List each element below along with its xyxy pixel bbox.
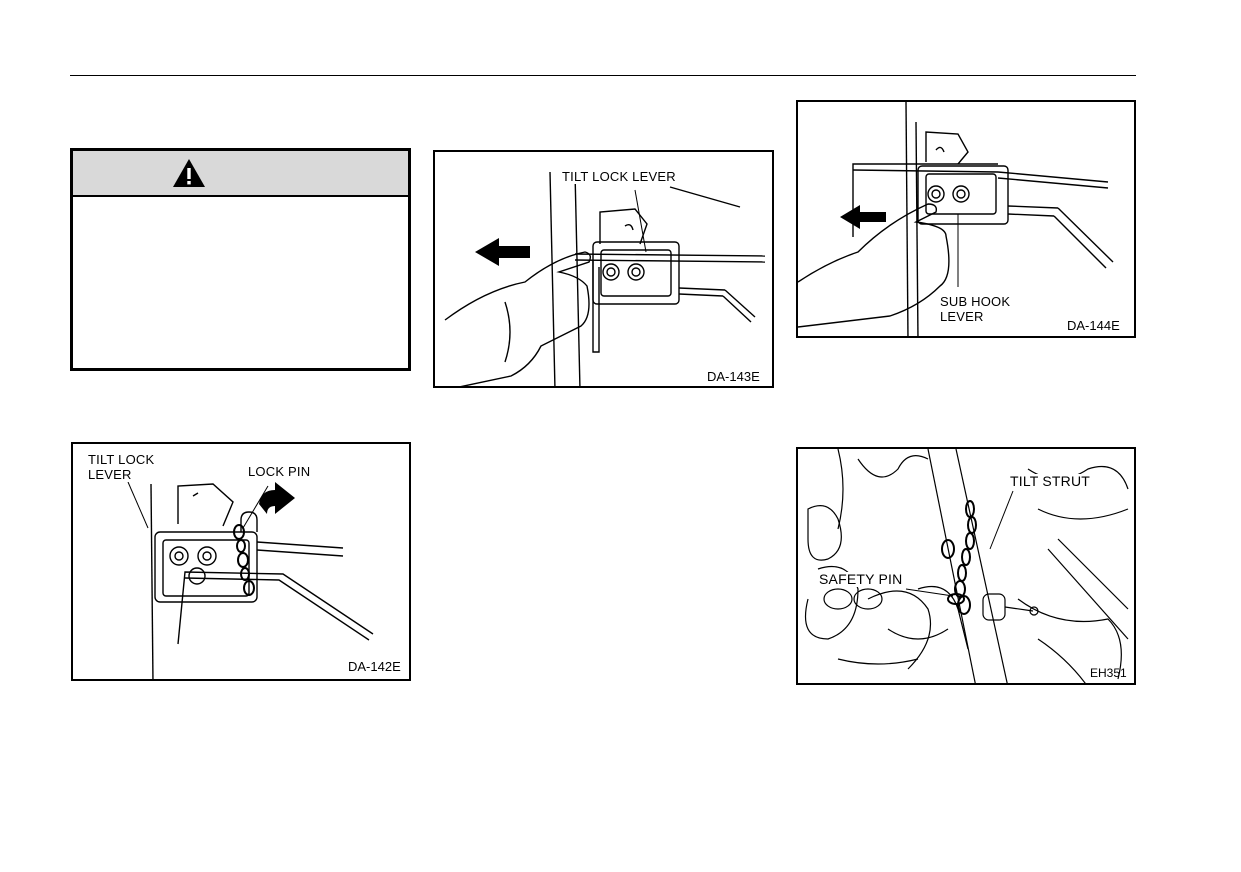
figure-da144e: SUB HOOK LEVER DA-144E: [796, 100, 1136, 338]
warning-triangle-icon: [173, 159, 205, 187]
warning-box: [70, 148, 411, 371]
label-tilt-strut: TILT STRUT: [1009, 473, 1092, 489]
figure-code: DA-142E: [348, 659, 401, 674]
figure-code: DA-143E: [707, 369, 760, 384]
label-sub-hook-lever: SUB HOOK LEVER: [939, 294, 1012, 324]
tilt-strut-safety-pin-illustration: [804, 449, 1129, 683]
label-tilt-lock-lever: TILT LOCK LEVER: [561, 169, 677, 184]
warning-header: [73, 151, 408, 197]
label-safety-pin: SAFETY PIN: [818, 571, 904, 587]
figure-code: DA-144E: [1067, 318, 1120, 333]
sub-hook-lever-pull-illustration: [798, 102, 1114, 336]
label-lock-pin: LOCK PIN: [247, 464, 312, 479]
figure-code: EH351: [1090, 666, 1127, 680]
figure-da142e: TILT LOCK LEVER LOCK PIN DA-142E: [71, 442, 411, 681]
label-tilt-lock-lever: TILT LOCK LEVER: [87, 452, 156, 482]
figure-eh351: TILT STRUT SAFETY PIN EH351: [796, 447, 1136, 685]
figure-da143e: TILT LOCK LEVER DA-143E: [433, 150, 774, 388]
lock-pin-illustration: [127, 481, 374, 679]
tilt-lock-lever-pull-illustration: [444, 171, 766, 386]
header-rule: [70, 75, 1136, 76]
